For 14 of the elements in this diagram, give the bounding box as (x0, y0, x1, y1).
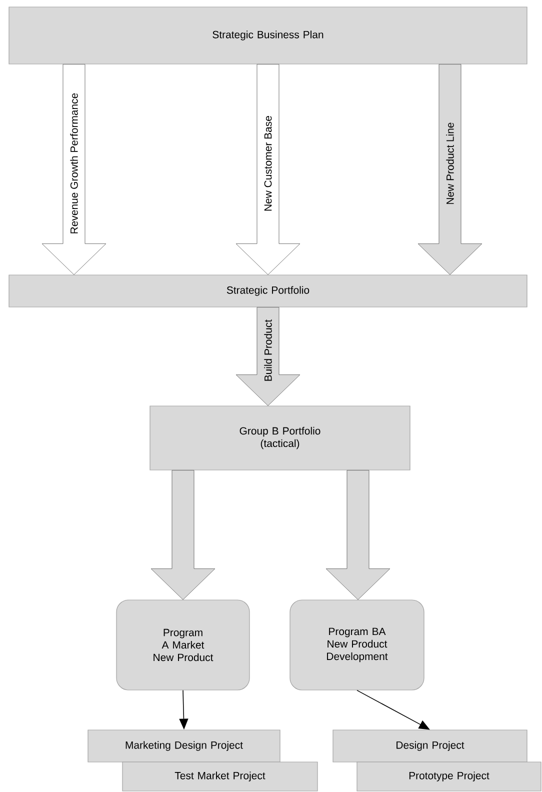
process-box: Strategic Portfolio (8, 274, 528, 308)
program-box: Program A Market New Product (116, 600, 250, 690)
process-box: Design Project (332, 730, 528, 762)
block-arrow (326, 470, 390, 600)
process-box: Test Market Project (122, 762, 318, 792)
edge-label: Revenue Growth Performance (70, 92, 78, 235)
block-arrow (150, 470, 216, 600)
process-box: Marketing Design Project (88, 730, 280, 762)
process-box: Strategic Business Plan (8, 6, 528, 64)
edge-label: Build Product (264, 318, 272, 382)
process-box: Prototype Project (356, 762, 542, 792)
edge-label: New Product Line (446, 122, 454, 206)
process-box: Group B Portfolio (tactical) (150, 406, 410, 470)
program-box: Program BA New Product Development (290, 600, 424, 690)
